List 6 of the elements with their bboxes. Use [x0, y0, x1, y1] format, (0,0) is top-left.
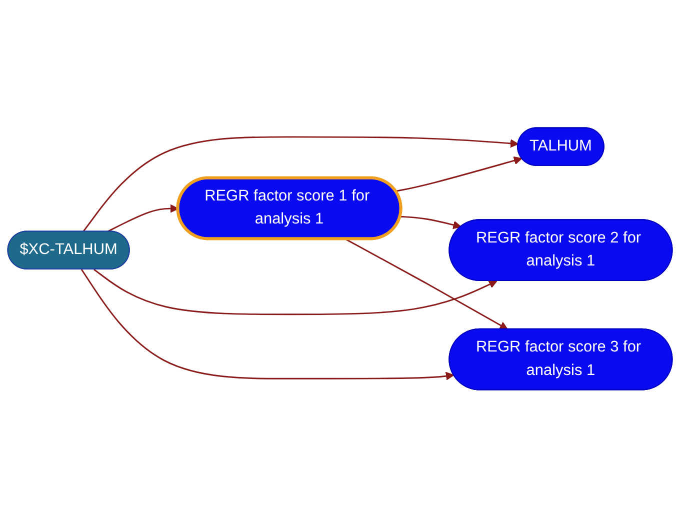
arrow — [94, 268, 498, 315]
arrow — [80, 268, 454, 380]
arrow — [345, 238, 508, 330]
arrow — [396, 156, 522, 192]
arrow — [400, 216, 462, 229]
arrow — [82, 136, 519, 232]
